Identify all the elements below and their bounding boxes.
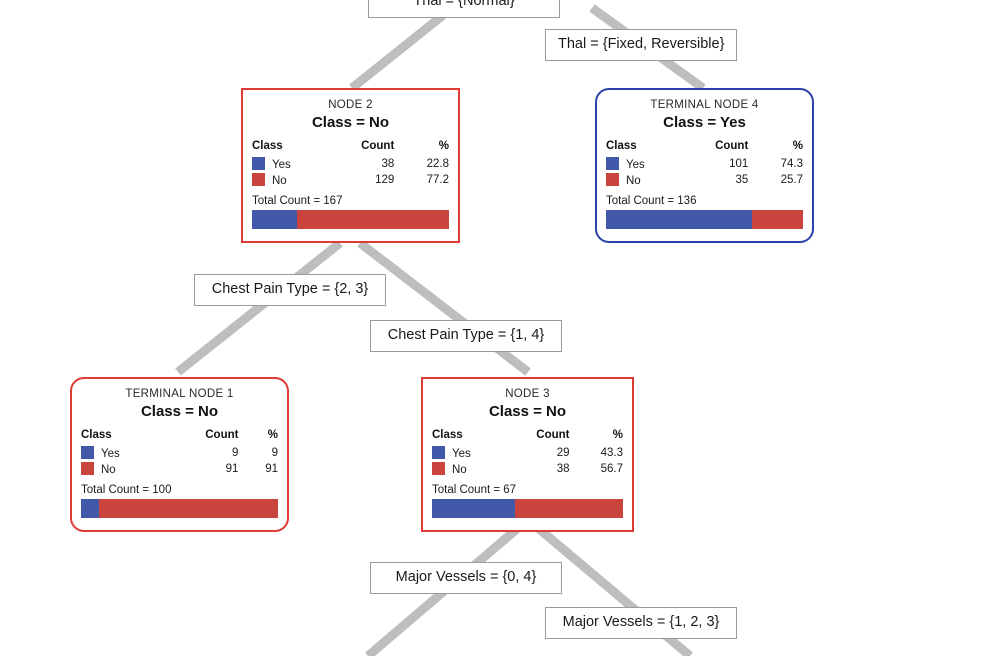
split-label-major-vessels-0-4[interactable]: Major Vessels = {0, 4} [370, 562, 562, 594]
row-label: No [452, 464, 467, 476]
col-header-percent: % [612, 429, 623, 441]
bar-segment-no [98, 499, 278, 518]
table-row: No 35 25.7 [606, 172, 803, 188]
node-class-label: Class = No [488, 403, 567, 420]
table-row: Yes 29 43.3 [432, 445, 623, 461]
bar-segment-no [296, 210, 449, 229]
col-header-class: Class [432, 429, 463, 441]
node-class-table: Class Count % Yes 38 22.8 No 129 [252, 140, 449, 188]
total-count-label: Total Count = 100 [81, 484, 172, 496]
swatch-no [606, 173, 619, 186]
row-percent: 22.8 [426, 158, 449, 170]
split-label-chest-pain-1-4[interactable]: Chest Pain Type = {1, 4} [370, 320, 562, 352]
node-class-table: Class Count % Yes 9 9 No 91 [81, 429, 278, 477]
row-label: Yes [452, 448, 471, 460]
swatch-no [81, 462, 94, 475]
col-header-count: Count [715, 140, 749, 152]
table-row: No 129 77.2 [252, 172, 449, 188]
node-node-3[interactable]: NODE 3 Class = No Class Count % Yes 29 4… [421, 377, 634, 532]
swatch-yes [252, 157, 265, 170]
col-header-count: Count [205, 429, 239, 441]
split-label-thal-normal[interactable]: Thal = {Normal} [368, 0, 560, 18]
total-count-label: Total Count = 136 [606, 195, 697, 207]
node-terminal-node-4[interactable]: TERMINAL NODE 4 Class = Yes Class Count … [595, 88, 814, 243]
bar-segment-yes [432, 499, 515, 518]
row-count: 38 [381, 158, 395, 170]
row-count: 29 [556, 447, 570, 459]
row-percent: 25.7 [780, 174, 803, 186]
split-label-major-vessels-1-2-3[interactable]: Major Vessels = {1, 2, 3} [545, 607, 737, 639]
edge-node2-left [175, 239, 343, 376]
bar-segment-yes [606, 210, 753, 229]
row-count: 9 [232, 447, 239, 459]
total-count-label: Total Count = 67 [432, 484, 517, 496]
node-title: TERMINAL NODE 1 [125, 388, 234, 400]
row-percent: 77.2 [426, 174, 449, 186]
row-label: No [101, 464, 116, 476]
row-percent: 74.3 [780, 158, 803, 170]
bar-segment-yes [252, 210, 297, 229]
row-label: Yes [626, 159, 645, 171]
row-percent: 43.3 [600, 447, 623, 459]
edge-node2-right [357, 239, 531, 376]
row-count: 101 [729, 158, 749, 170]
swatch-yes [606, 157, 619, 170]
row-label: No [272, 175, 287, 187]
table-row: Yes 38 22.8 [252, 156, 449, 172]
node-terminal-node-1[interactable]: TERMINAL NODE 1 Class = No Class Count %… [70, 377, 289, 532]
swatch-no [432, 462, 445, 475]
col-header-class: Class [252, 140, 283, 152]
col-header-class: Class [81, 429, 112, 441]
node-class-label: Class = No [311, 114, 390, 131]
col-header-percent: % [267, 429, 278, 441]
swatch-yes [432, 446, 445, 459]
col-header-count: Count [536, 429, 570, 441]
col-header-percent: % [792, 140, 803, 152]
row-label: No [626, 175, 641, 187]
node-title: NODE 2 [328, 99, 373, 111]
node-class-table: Class Count % Yes 29 43.3 No 38 [432, 429, 623, 477]
table-row: Yes 101 74.3 [606, 156, 803, 172]
edge-root-left [349, 4, 455, 92]
split-label-thal-fixed-reversible[interactable]: Thal = {Fixed, Reversible} [545, 29, 737, 61]
node-node-2[interactable]: NODE 2 Class = No Class Count % Yes 38 2… [241, 88, 460, 243]
col-header-percent: % [438, 140, 449, 152]
col-header-class: Class [606, 140, 637, 152]
node-class-table: Class Count % Yes 101 74.3 No 35 [606, 140, 803, 188]
table-row: Yes 9 9 [81, 445, 278, 461]
bar-segment-no [514, 499, 623, 518]
row-percent: 91 [265, 463, 278, 475]
row-count: 38 [556, 463, 570, 475]
row-label: Yes [272, 159, 291, 171]
node-title: NODE 3 [505, 388, 550, 400]
table-row: No 91 91 [81, 461, 278, 477]
distribution-bar [432, 499, 623, 518]
bar-segment-no [752, 210, 803, 229]
col-header-count: Count [361, 140, 395, 152]
row-count: 91 [225, 463, 239, 475]
swatch-no [252, 173, 265, 186]
distribution-bar [252, 210, 449, 229]
total-count-label: Total Count = 167 [252, 195, 343, 207]
row-count: 35 [735, 174, 749, 186]
row-percent: 9 [271, 447, 278, 459]
distribution-bar [606, 210, 803, 229]
node-class-label: Class = Yes [663, 114, 746, 131]
row-label: Yes [101, 448, 120, 460]
node-title: TERMINAL NODE 4 [650, 99, 759, 111]
distribution-bar [81, 499, 278, 518]
node-class-label: Class = No [140, 403, 219, 420]
split-label-chest-pain-2-3[interactable]: Chest Pain Type = {2, 3} [194, 274, 386, 306]
row-percent: 56.7 [600, 463, 623, 475]
row-count: 129 [375, 174, 395, 186]
swatch-yes [81, 446, 94, 459]
bar-segment-yes [81, 499, 99, 518]
table-row: No 38 56.7 [432, 461, 623, 477]
